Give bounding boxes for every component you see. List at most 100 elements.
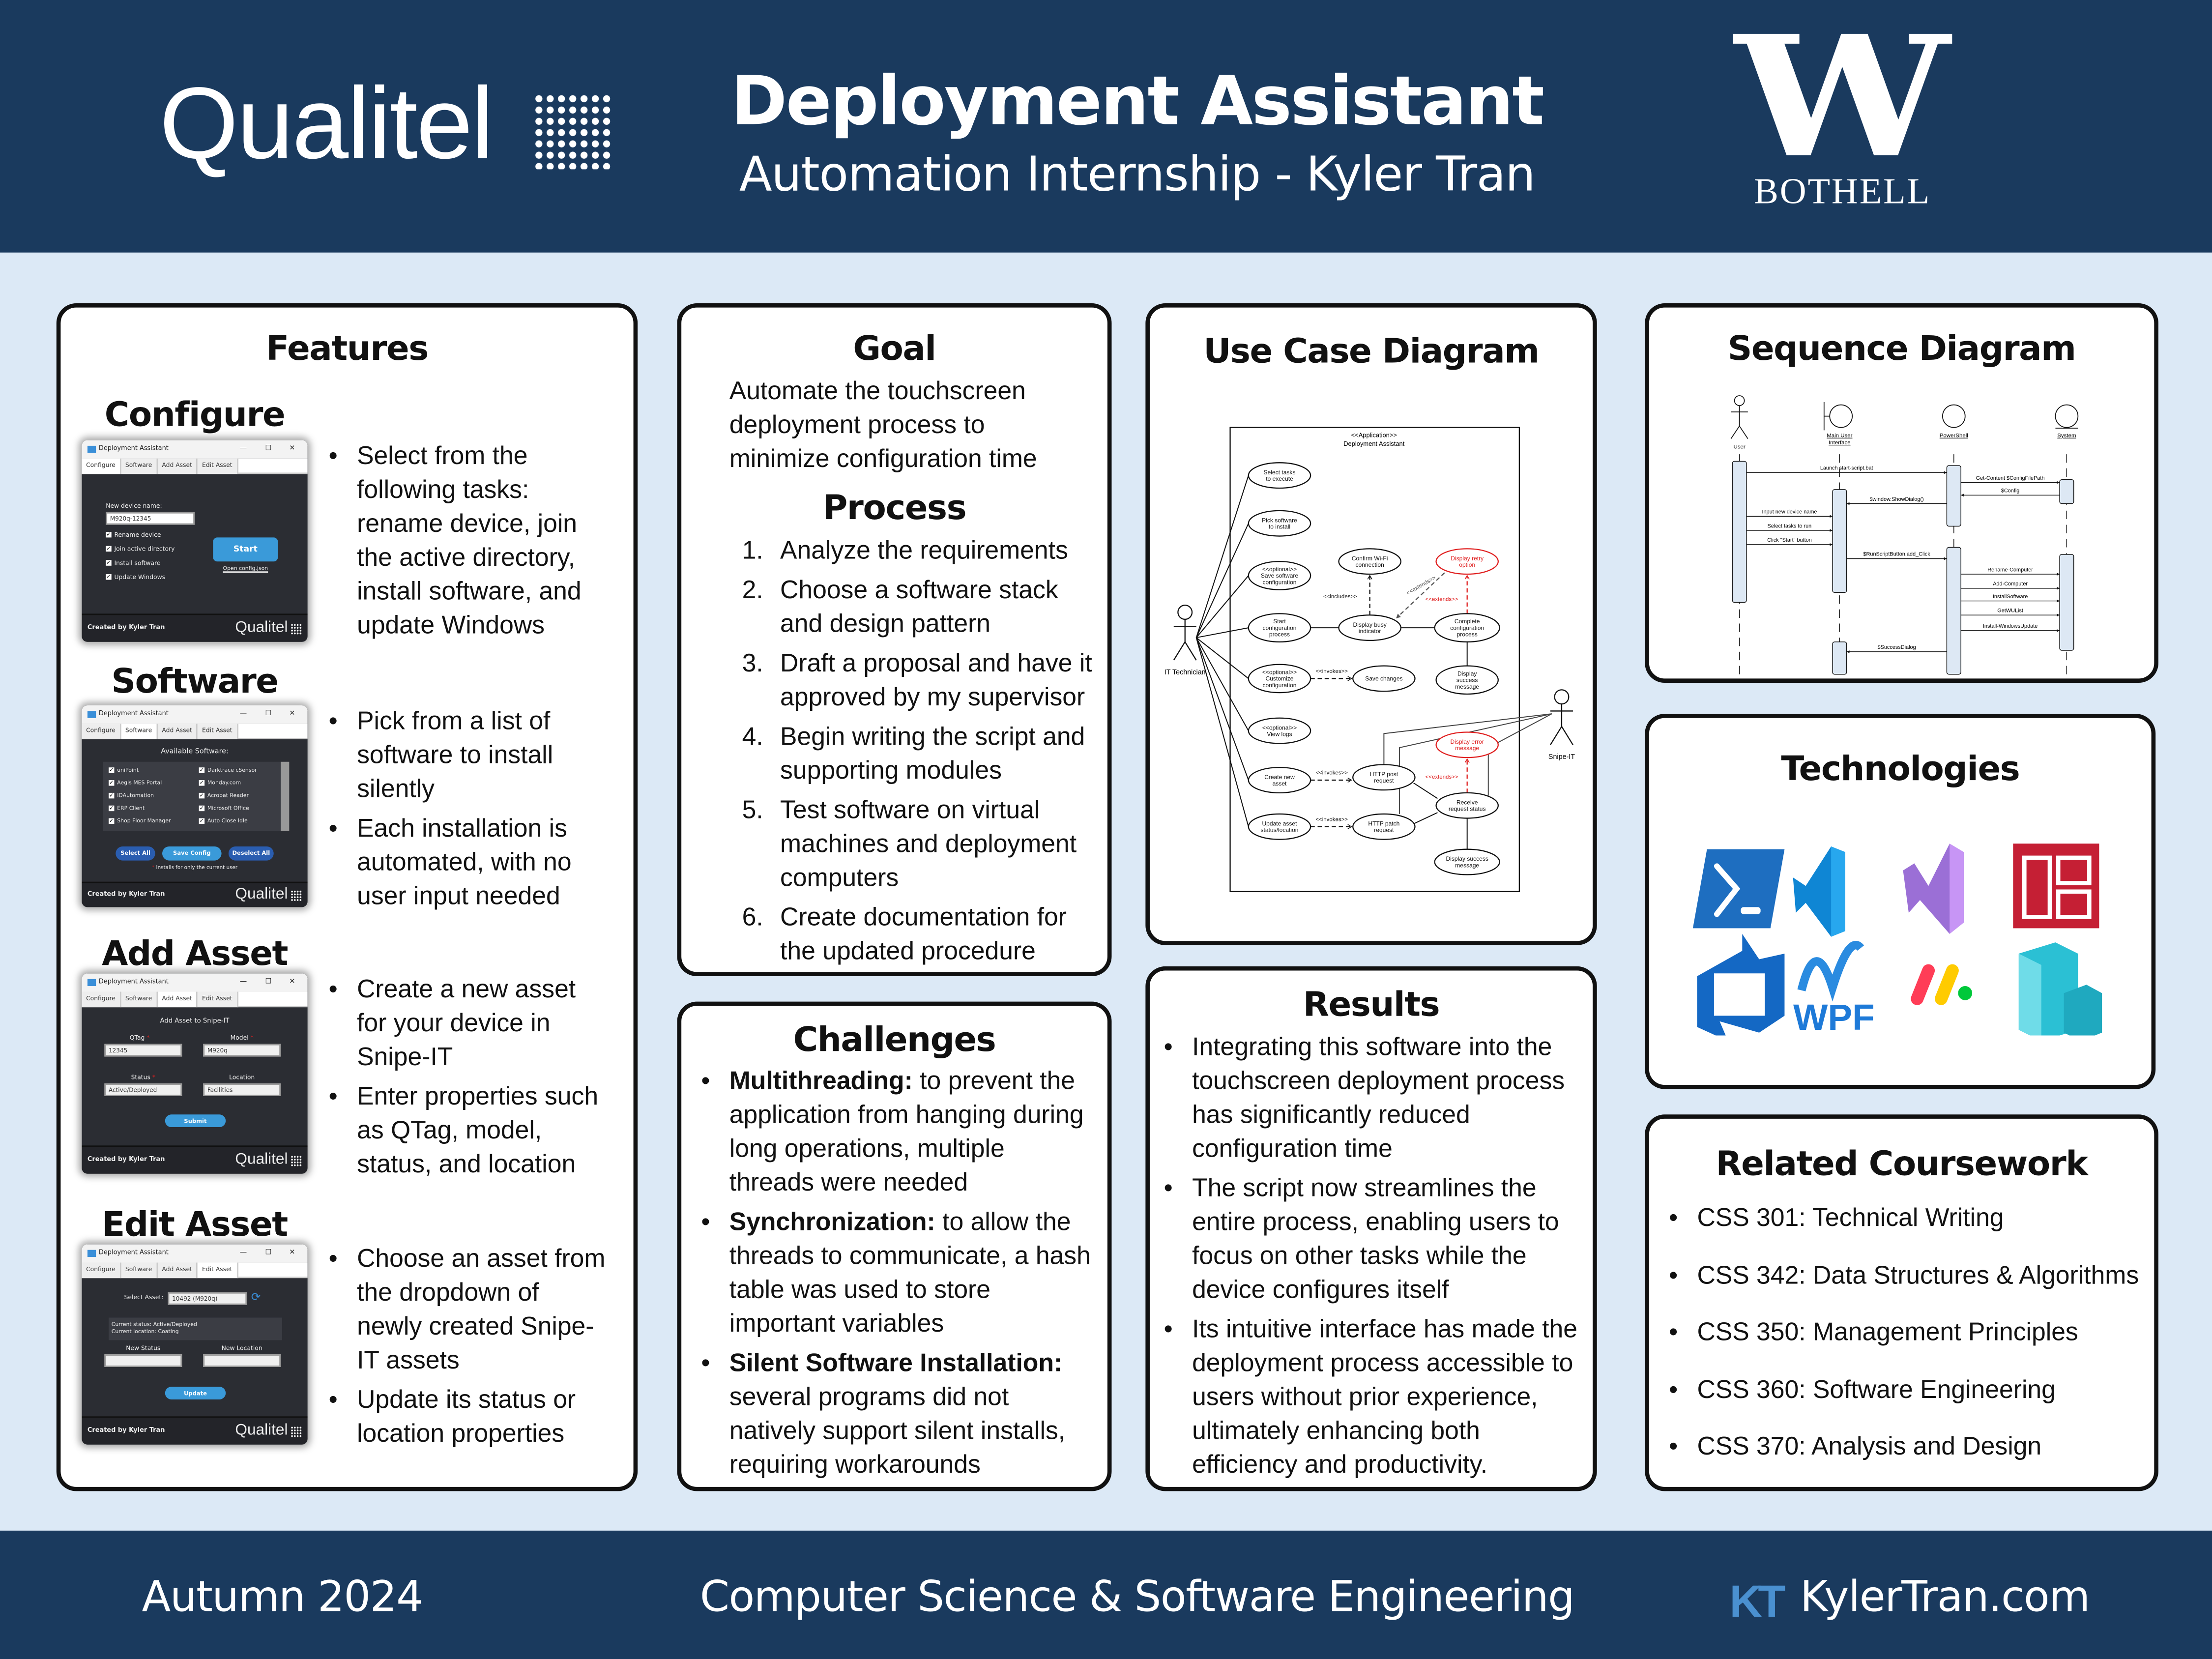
join-ad-checkbox[interactable]: ✓Join active directory: [106, 544, 175, 554]
location-select[interactable]: Facilities: [203, 1083, 281, 1096]
close-icon[interactable]: ✕: [289, 709, 295, 718]
term-text: Autumn 2024: [142, 1572, 423, 1623]
powershell-icon: [1692, 849, 1785, 929]
tab-configure[interactable]: Configure: [82, 1262, 121, 1279]
software-checkbox[interactable]: ✓IDAutomation: [108, 791, 154, 799]
maximize-icon[interactable]: ☐: [265, 444, 272, 453]
software-checkbox[interactable]: ✓Auto Close Idle: [199, 816, 248, 824]
software-checkbox[interactable]: ✓Monday.com: [199, 779, 241, 786]
activation-bar: [1946, 465, 1961, 527]
use-case-label: request: [1374, 777, 1394, 784]
process-step: 5.Test software on virtual machines and …: [742, 795, 1077, 892]
process-step: 6.Create documentation for the updated p…: [742, 902, 1067, 965]
use-case-label: request status: [1449, 806, 1486, 813]
deselect-all-button[interactable]: Deselect All: [228, 846, 274, 861]
close-icon[interactable]: ✕: [289, 1248, 295, 1257]
minimize-icon[interactable]: —: [239, 1248, 247, 1257]
tab-software[interactable]: Software: [121, 724, 158, 739]
tab-add-asset[interactable]: Add Asset: [157, 458, 198, 474]
tab-configure[interactable]: Configure: [82, 458, 121, 474]
tab-add-asset[interactable]: Add Asset: [157, 991, 198, 1008]
submit-button[interactable]: Submit: [165, 1114, 226, 1128]
update-button[interactable]: Update: [165, 1387, 226, 1399]
select-asset-dropdown[interactable]: 10492 (M920q): [168, 1292, 247, 1305]
software-checkbox[interactable]: ✓Shop Floor Manager: [108, 816, 171, 824]
website-link[interactable]: KylerTran.com: [1800, 1572, 2090, 1623]
open-config-link[interactable]: Open config.json: [223, 564, 268, 572]
software-heading: Software: [111, 661, 279, 701]
window-titlebar: Deployment Assistant—☐✕: [82, 705, 308, 724]
tab-software[interactable]: Software: [121, 1262, 158, 1279]
tab-edit-asset[interactable]: Edit Asset: [198, 724, 238, 739]
software-checkbox[interactable]: ✓ERP Client: [108, 804, 145, 812]
use-case-diagram: <<Application>> Deployment Assistant <<i…: [1164, 427, 1575, 892]
challenges-panel: Challenges Multithreading: to prevent th…: [677, 1001, 1112, 1491]
maximize-icon[interactable]: ☐: [265, 977, 272, 987]
use-case-label: message: [1455, 862, 1479, 869]
start-button[interactable]: Start: [213, 537, 278, 562]
list-scrollbar[interactable]: [281, 761, 290, 831]
refresh-icon[interactable]: ⟳: [251, 1290, 261, 1304]
model-select[interactable]: M920q: [203, 1044, 281, 1057]
qualitel-small-logo: Qualitel: [235, 619, 288, 637]
software-checkbox[interactable]: ✓Microsoft Office: [199, 804, 249, 812]
update-windows-checkbox[interactable]: ✓Update Windows: [106, 573, 166, 582]
sequence-message-label: Get-Content $ConfigFilePath: [1976, 475, 2045, 481]
tab-add-asset[interactable]: Add Asset: [157, 724, 198, 739]
rename-device-checkbox[interactable]: ✓Rename device: [106, 530, 161, 540]
activation-bar: [2059, 479, 2074, 504]
software-checkbox[interactable]: ✓Acrobat Reader: [199, 791, 249, 799]
course-item: CSS 350: Management Principles: [1669, 1315, 2149, 1349]
maximize-icon[interactable]: ☐: [265, 1248, 272, 1257]
use-case-ellipse: [1248, 613, 1311, 642]
tab-software[interactable]: Software: [121, 458, 158, 474]
use-case-label: Display: [1457, 670, 1477, 677]
tab-configure[interactable]: Configure: [82, 991, 121, 1008]
close-icon[interactable]: ✕: [289, 977, 295, 987]
select-all-button[interactable]: Select All: [116, 846, 155, 861]
sequence-message-label: $RunScriptButton.add_Click: [1863, 552, 1930, 557]
association-line: [1413, 812, 1438, 824]
use-case-label: process: [1457, 631, 1478, 638]
install-software-checkbox[interactable]: ✓Install software: [106, 558, 161, 568]
use-case-node: Save changes: [1352, 665, 1416, 692]
use-case-node: <<optional>>View logs: [1248, 717, 1311, 744]
tab-add-asset[interactable]: Add Asset: [157, 1262, 198, 1279]
use-case-label: option: [1459, 561, 1475, 568]
tab-software[interactable]: Software: [121, 991, 158, 1008]
sequence-message-label: Input new device name: [1762, 509, 1817, 515]
coursework-title: Related Coursework: [1716, 1144, 2088, 1184]
department-text: Computer Science & Software Engineering: [699, 1572, 1575, 1623]
minimize-icon[interactable]: —: [239, 709, 247, 718]
device-name-input[interactable]: M920q-12345: [106, 512, 195, 525]
software-checkbox[interactable]: ✓Darktrace cSensor: [199, 766, 257, 773]
maximize-icon[interactable]: ☐: [265, 709, 272, 718]
minimize-icon[interactable]: —: [239, 977, 247, 987]
save-config-button[interactable]: Save Config: [162, 846, 222, 861]
tab-edit-asset[interactable]: Edit Asset: [198, 458, 238, 474]
software-checkbox[interactable]: ✓Aegis MES Portal: [108, 779, 162, 786]
tab-edit-asset[interactable]: Edit Asset: [198, 991, 238, 1008]
app-icon: [87, 445, 96, 453]
association-line: [1196, 627, 1249, 639]
use-case-label: Update asset: [1262, 820, 1297, 827]
use-case-label: Select tasks: [1264, 469, 1296, 476]
new-location-select[interactable]: [203, 1354, 281, 1367]
new-status-select[interactable]: [104, 1354, 182, 1367]
tab-configure[interactable]: Configure: [82, 724, 121, 739]
uw-logo-campus: BOTHELL: [1754, 171, 1931, 212]
tab-edit-asset[interactable]: Edit Asset: [198, 1262, 238, 1279]
status-select[interactable]: Active/Deployed: [104, 1083, 182, 1096]
qtag-stepper[interactable]: 12345: [104, 1044, 182, 1057]
close-icon[interactable]: ✕: [289, 444, 295, 453]
minimize-icon[interactable]: —: [239, 444, 247, 453]
software-checkbox[interactable]: ✓uniPoint: [108, 766, 139, 773]
process-title: Process: [822, 488, 967, 528]
device-name-label: New device name:: [106, 503, 162, 511]
